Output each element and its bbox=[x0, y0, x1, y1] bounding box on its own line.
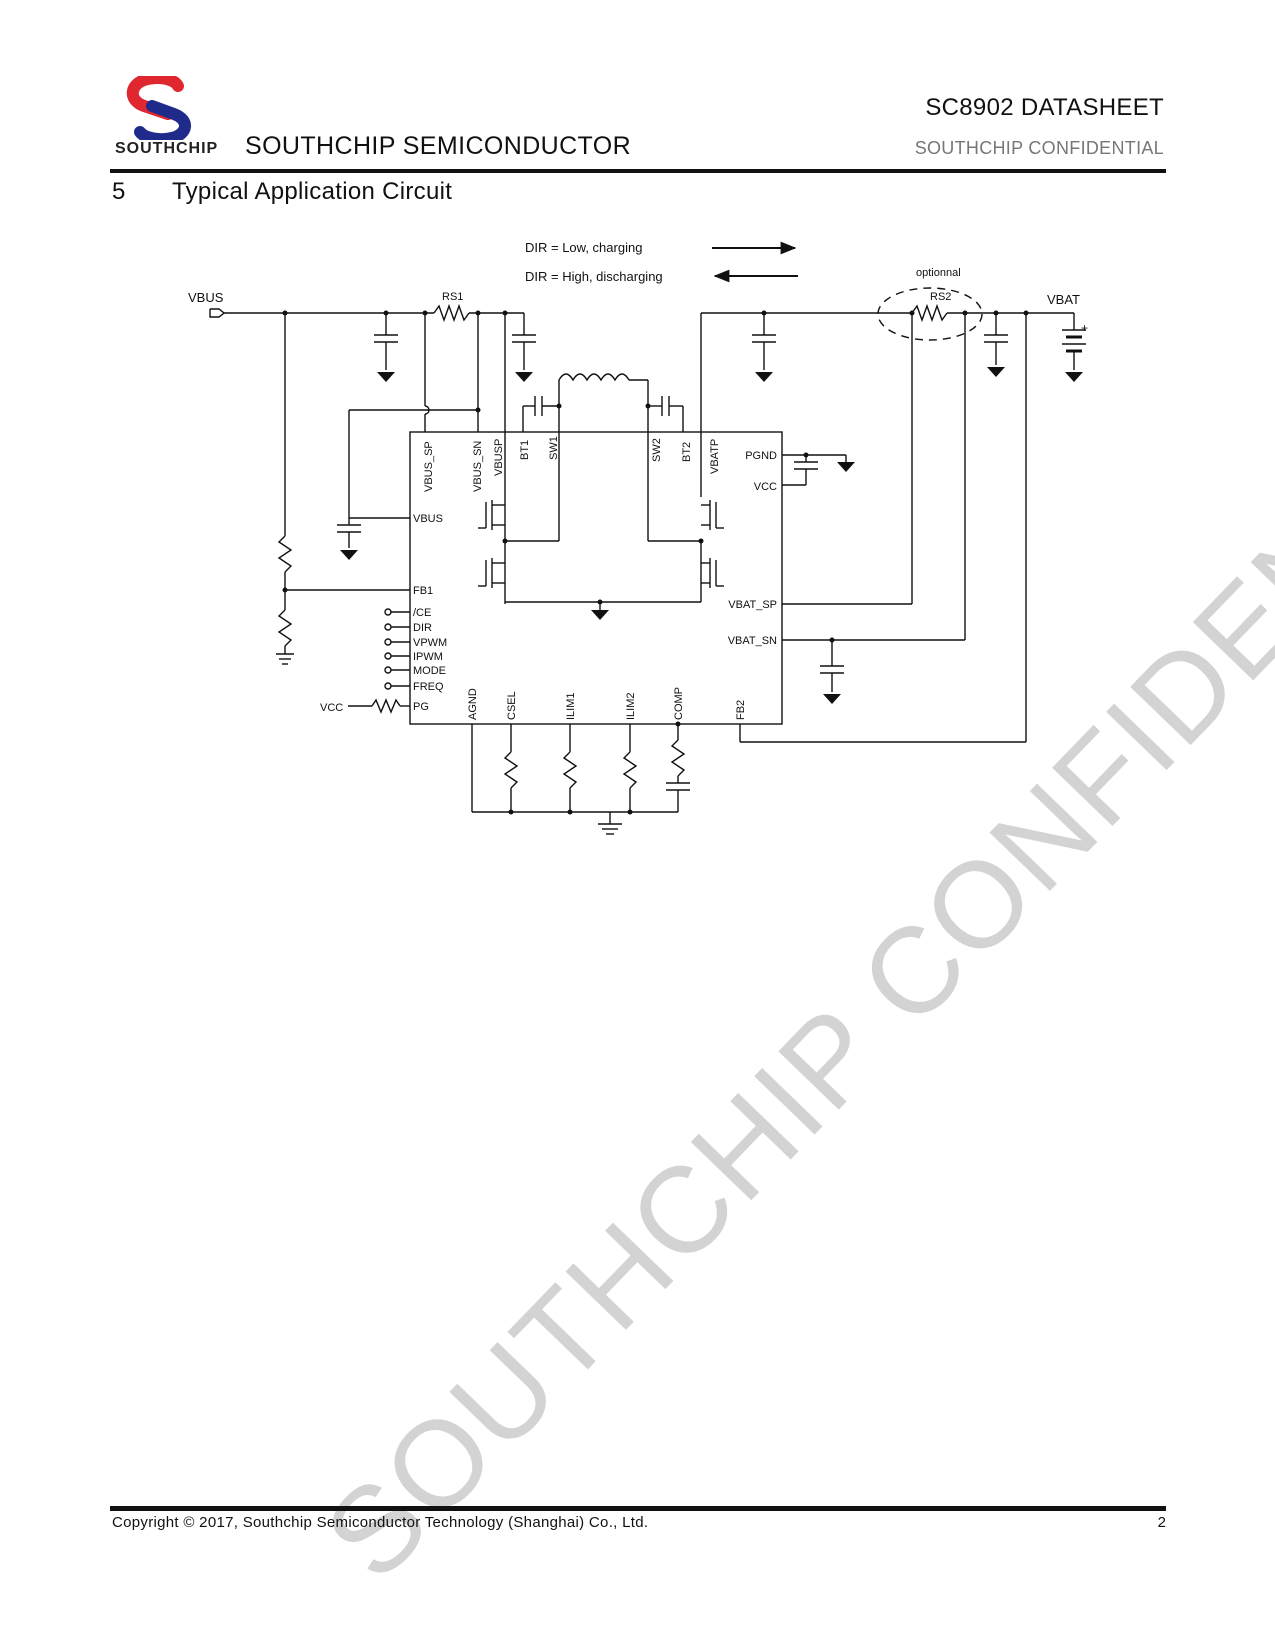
left-pin-stubs bbox=[384, 608, 410, 690]
company-name: SOUTHCHIP SEMICONDUCTOR bbox=[245, 132, 632, 160]
mosfet-high-left bbox=[478, 497, 506, 541]
copyright-text: Copyright © 2017, Southchip Semiconducto… bbox=[112, 1514, 649, 1531]
mosfet-high-right bbox=[701, 500, 724, 530]
pin-vbus: VBUS bbox=[413, 513, 443, 525]
mosfet-low-left bbox=[478, 558, 506, 602]
pin-ipwm: IPWM bbox=[413, 651, 443, 663]
ic-body bbox=[409, 431, 783, 725]
pin-pg: PG bbox=[413, 701, 429, 713]
pin-vpwm: VPWM bbox=[413, 637, 447, 649]
pin-vbat-sp: VBAT_SP bbox=[728, 599, 777, 611]
pin-ilim2: ILIM2 bbox=[625, 692, 637, 720]
pin-pgnd: PGND bbox=[745, 450, 777, 462]
pin-bt1: BT1 bbox=[519, 440, 531, 460]
mosfet-low-right bbox=[700, 541, 724, 602]
confidential-label: SOUTHCHIP CONFIDENTIAL bbox=[914, 138, 1164, 158]
ground-symbols bbox=[282, 310, 1083, 815]
pin-vcc: VCC bbox=[754, 481, 777, 493]
pin-dir: DIR bbox=[413, 622, 432, 634]
vbus-connector bbox=[209, 308, 226, 318]
optional-rs2-outline bbox=[877, 287, 983, 341]
vbus-label: VBUS bbox=[188, 290, 224, 305]
page-number: 2 bbox=[1157, 1514, 1166, 1531]
pin-sw1: SW1 bbox=[548, 436, 560, 460]
section-number: 5 bbox=[112, 178, 126, 205]
pin-agnd: AGND bbox=[467, 688, 479, 720]
pin-vbus-sn: VBUS_SN bbox=[472, 441, 484, 492]
pin-ce: /CE bbox=[413, 607, 431, 619]
legend-discharging: DIR = High, discharging bbox=[525, 269, 663, 284]
logo-wordmark: SOUTHCHIP bbox=[115, 140, 219, 157]
pin-fb1: FB1 bbox=[413, 585, 433, 597]
pin-vbusp: VBUSP bbox=[493, 439, 505, 476]
pin-freq: FREQ bbox=[413, 681, 444, 693]
battery-plus: + bbox=[1081, 321, 1088, 335]
pin-comp: COMP bbox=[673, 687, 685, 720]
section-title: Typical Application Circuit bbox=[172, 178, 453, 205]
pin-sw2: SW2 bbox=[651, 438, 663, 462]
pin-vbatp: VBATP bbox=[709, 439, 721, 474]
optional-label: optionnal bbox=[916, 267, 961, 279]
pin-fb2: FB2 bbox=[735, 700, 747, 720]
pin-mode: MODE bbox=[413, 665, 446, 677]
vbat-label: VBAT bbox=[1047, 292, 1080, 307]
footer-rule bbox=[110, 1506, 1166, 1511]
pin-vbus-sp: VBUS_SP bbox=[423, 441, 435, 492]
document-title: SC8902 DATASHEET bbox=[925, 94, 1164, 121]
pin-ilim1: ILIM1 bbox=[565, 692, 577, 720]
header-rule bbox=[110, 169, 1166, 173]
pin-vbat-sn: VBAT_SN bbox=[728, 635, 777, 647]
section-heading: 5 Typical Application Circuit bbox=[112, 178, 452, 206]
rs2-label: RS2 bbox=[930, 291, 951, 303]
legend-charging: DIR = Low, charging bbox=[525, 240, 642, 255]
vcc-pullup-label: VCC bbox=[320, 702, 343, 714]
company-logo bbox=[108, 72, 220, 158]
pin-bt2: BT2 bbox=[681, 442, 693, 462]
application-circuit: DIR = Low, charging DIR = High, discharg… bbox=[188, 240, 1088, 835]
rs1-label: RS1 bbox=[442, 291, 463, 303]
pin-csel: CSEL bbox=[506, 691, 518, 720]
